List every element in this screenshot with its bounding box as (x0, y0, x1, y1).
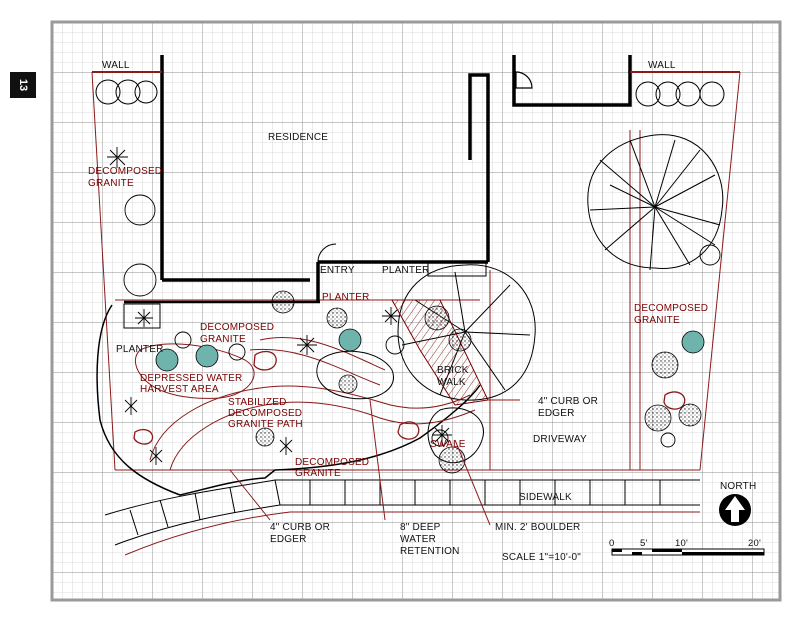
property-lines (91, 71, 741, 471)
sidewalk (104, 479, 700, 546)
label-dg-lower-2: GRANITE (295, 468, 341, 479)
label-retention-3: RETENTION (400, 546, 460, 557)
label-dg-left-1: DECOMPOSED (88, 166, 162, 177)
boulders (133, 350, 686, 445)
label-dg-left-2: GRANITE (88, 178, 134, 189)
curb-line (124, 511, 700, 556)
label-retention-2: WATER (400, 534, 436, 545)
label-water-1: DEPRESSED WATER (140, 373, 242, 384)
plan-labels: WALL WALL RESIDENCE DECOMPOSED GRANITE E… (88, 60, 761, 563)
label-brick-1: BRICK (437, 365, 469, 376)
label-path-2: DECOMPOSED (228, 408, 302, 419)
label-dg-lower-1: DECOMPOSED (295, 457, 369, 468)
north-arrow (719, 494, 751, 526)
label-scale: SCALE 1"=10'-0" (502, 552, 581, 563)
label-curb-bottom-2: EDGER (270, 534, 307, 545)
large-tree (587, 134, 724, 271)
label-wall-left: WALL (102, 60, 130, 71)
label-dg-center-1: DECOMPOSED (200, 322, 274, 333)
label-dg-right-2: GRANITE (634, 315, 680, 326)
brick-walk (391, 299, 489, 406)
label-water-2: HARVEST AREA (140, 384, 219, 395)
label-driveway: DRIVEWAY (533, 434, 587, 445)
scale-tick-0: 0 (609, 538, 614, 549)
garage-door (515, 71, 533, 89)
label-curb-right-1: 4" CURB OR (538, 396, 598, 407)
label-dg-center-2: GRANITE (200, 334, 246, 345)
page-number-tab: 13 (10, 72, 36, 98)
entry-door (317, 243, 337, 263)
label-boulder: MIN. 2' BOULDER (495, 522, 580, 533)
label-retention-1: 8" DEEP (400, 522, 441, 533)
label-curb-bottom-1: 4" CURB OR (270, 522, 330, 533)
label-dg-right-1: DECOMPOSED (634, 303, 708, 314)
callout-leaders (229, 399, 520, 526)
wall-shrubs-left (95, 79, 158, 105)
label-sidewalk: SIDEWALK (519, 492, 572, 503)
label-wall-right: WALL (648, 60, 676, 71)
label-curb-right-2: EDGER (538, 408, 575, 419)
label-planter-left: PLANTER (116, 344, 164, 355)
scale-tick-20: 20' (748, 538, 761, 549)
scale-tick-10: 10' (675, 538, 688, 549)
scale-tick-5: 5' (640, 538, 648, 549)
label-brick-2: WALK (437, 377, 466, 388)
wall-shrubs-right (635, 81, 725, 107)
plants-stippled (255, 290, 702, 474)
label-entry: ENTRY (320, 265, 355, 276)
plants-teal (155, 328, 705, 372)
label-planter-top: PLANTER (382, 265, 430, 276)
water-retention (316, 350, 394, 400)
label-swale: SWALE (430, 439, 466, 450)
planter-top (427, 261, 487, 277)
garden-boundary (96, 304, 481, 496)
plants-spiky (107, 147, 452, 465)
label-north: NORTH (720, 481, 756, 492)
decomposed-granite-path (149, 337, 476, 471)
planter-left (123, 303, 161, 329)
plants-outline (123, 194, 721, 448)
label-path-1: STABILIZED (228, 397, 287, 408)
label-residence: RESIDENCE (268, 132, 328, 143)
label-planter-mid: PLANTER (322, 292, 370, 303)
label-path-3: GRANITE PATH (228, 419, 303, 430)
scale-bar (611, 548, 765, 556)
